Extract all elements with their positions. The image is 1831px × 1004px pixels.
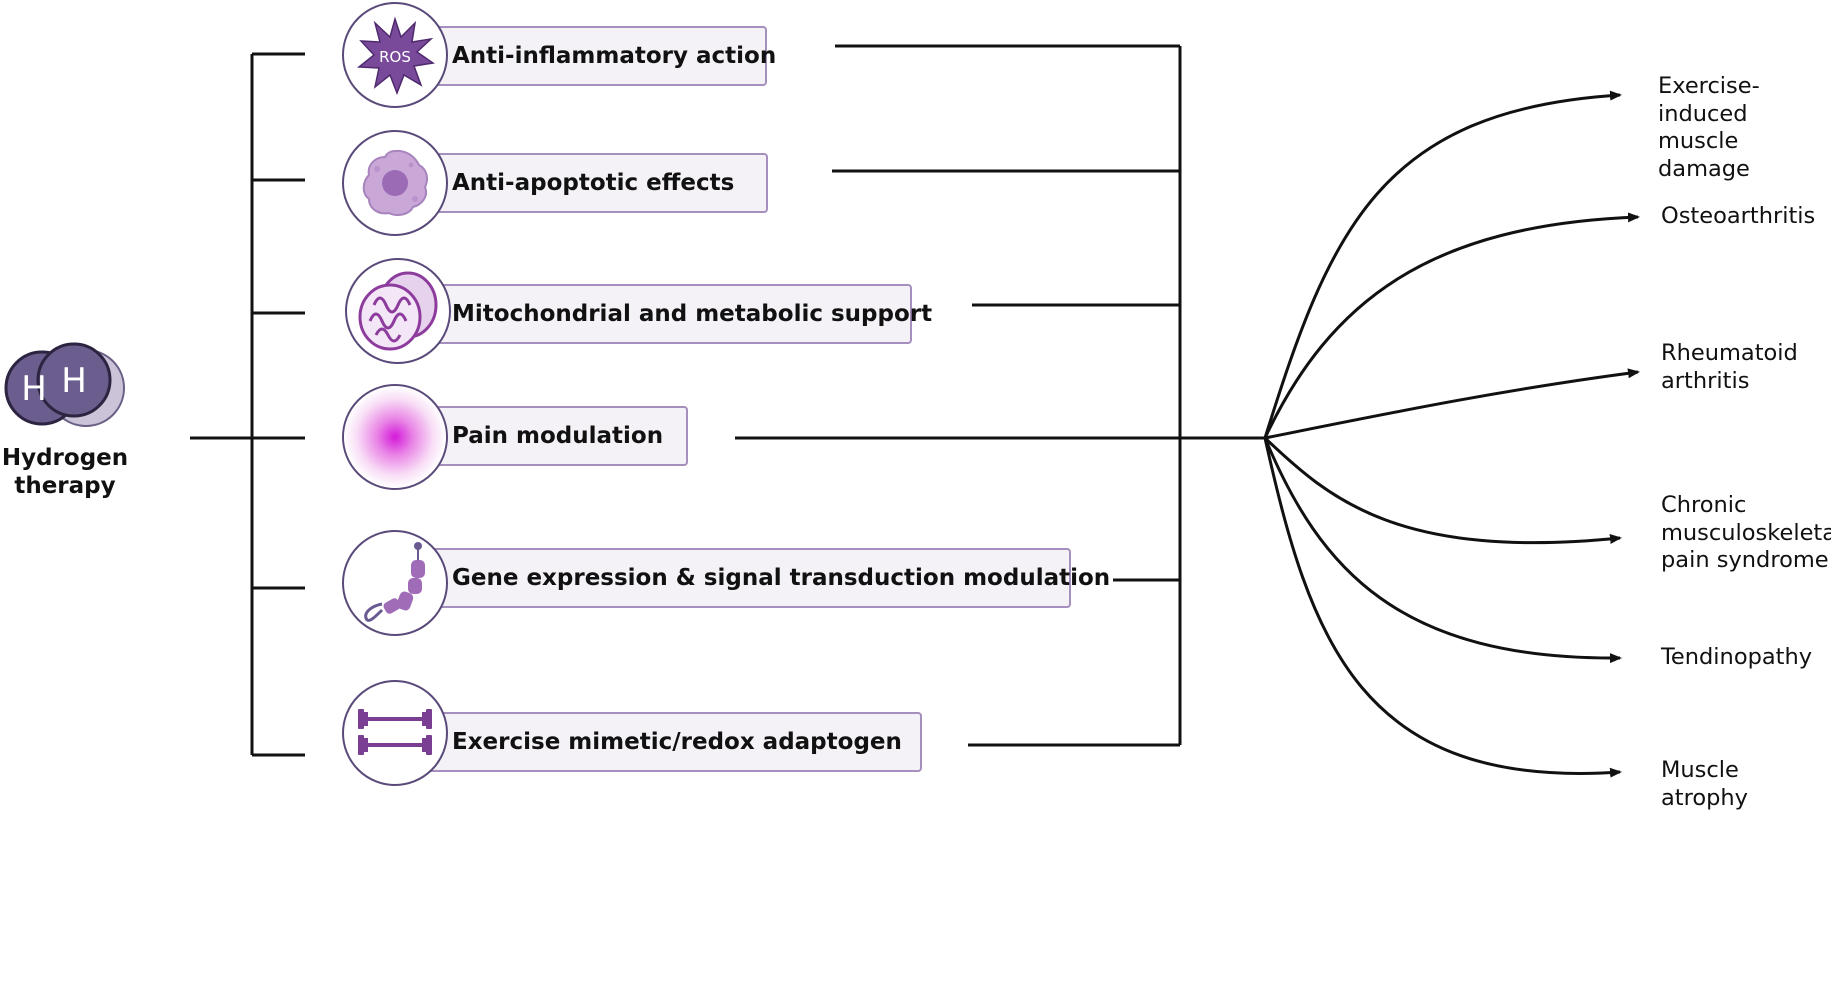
- hydrogen-molecule-icon: H H: [4, 342, 125, 427]
- arrow-rheumatoid: [1264, 368, 1640, 440]
- arrow-osteoarthritis: [1263, 212, 1640, 439]
- left-bracket: [190, 52, 305, 757]
- outcome-exercise-induced-muscle-damage: Exercise-induced muscle damage: [1658, 73, 1760, 182]
- hydrogen-source: H H Hydrogen therapy: [0, 340, 130, 500]
- hydrogen-therapy-label: Hydrogen therapy: [1, 445, 129, 499]
- mitochondria-icon: [345, 258, 451, 364]
- mechanism-gene-expression: Gene expression & signal transduction mo…: [424, 548, 1110, 608]
- arrow-chronic-pain: [1263, 436, 1622, 545]
- arrow-tendinopathy: [1263, 437, 1622, 664]
- receptor-protein-icon: [342, 530, 448, 636]
- mechanism-anti-apoptotic: Anti-apoptotic effects: [424, 153, 768, 213]
- mechanism-mitochondrial: Mitochondrial and metabolic support: [424, 284, 932, 344]
- svg-text:ROS: ROS: [379, 48, 411, 66]
- atom-letter: H: [61, 361, 87, 401]
- outcome-osteoarthritis: Osteoarthritis: [1661, 203, 1816, 229]
- pain-glow-icon: [342, 384, 448, 490]
- outcome-tendinopathy: Tendinopathy: [1661, 644, 1813, 670]
- dumbbell-icon: [342, 680, 448, 786]
- svg-text:H: H: [21, 369, 47, 409]
- arrow-exercise-induced: [1263, 90, 1622, 439]
- mechanism-exercise-mimetic: Exercise mimetic/redox adaptogen: [424, 712, 922, 772]
- outcome-chronic-musculoskeletal-pain: Chronic musculoskeletal pain syndrome: [1661, 492, 1831, 573]
- outcome-rheumatoid-arthritis: Rheumatoid arthritis: [1661, 340, 1798, 394]
- mechanism-anti-inflammatory: Anti-inflammatory action: [424, 26, 776, 86]
- outcome-muscle-atrophy: Muscle atrophy: [1661, 757, 1748, 811]
- apoptotic-cell-icon: [342, 130, 448, 236]
- arrow-muscle-atrophy: [1263, 437, 1622, 778]
- ros-burst-icon: ROS: [342, 2, 448, 108]
- outcome-arrows: [1263, 90, 1640, 778]
- mechanism-pain-modulation: Pain modulation: [424, 406, 688, 466]
- right-bracket: [735, 44, 1265, 747]
